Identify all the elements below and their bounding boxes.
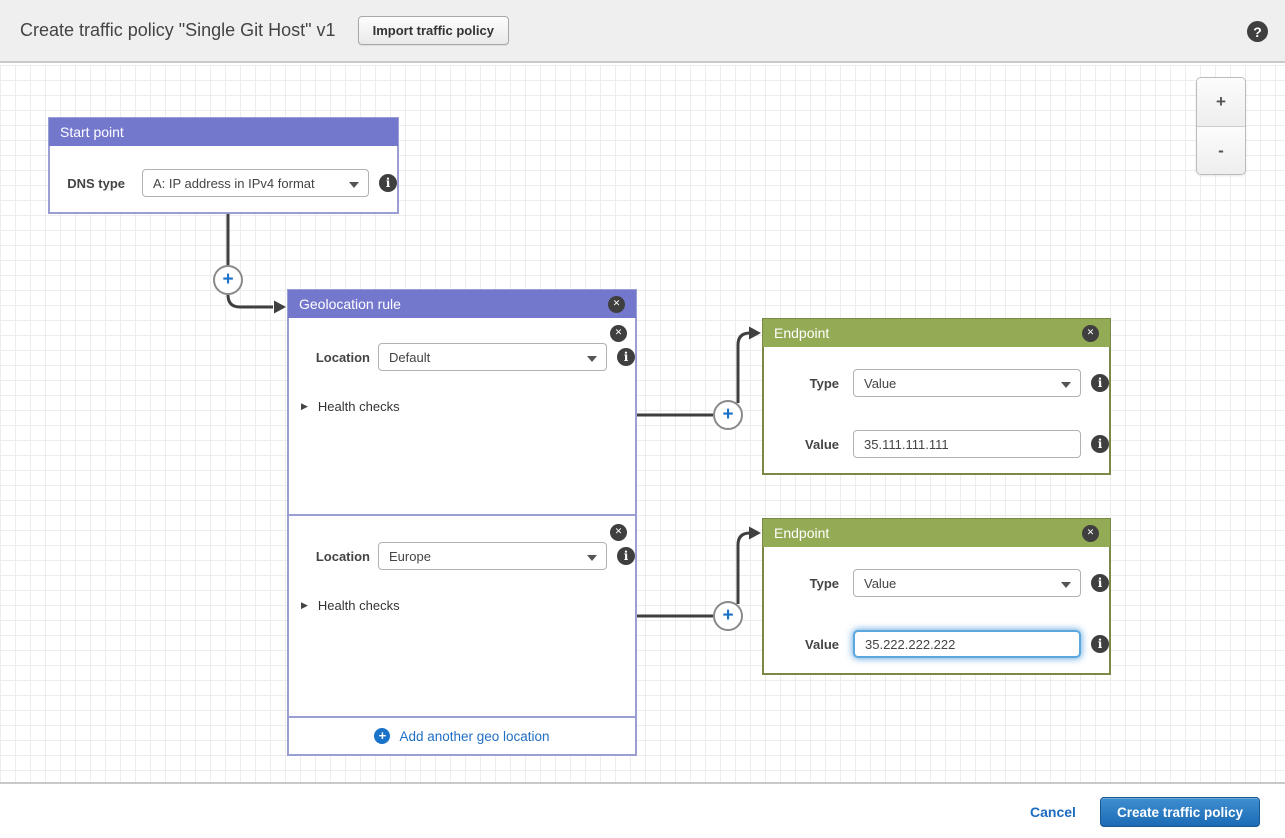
location-value: Default	[389, 349, 431, 365]
endpoint-title: Endpoint	[774, 324, 830, 341]
add-geo-location-label: Add another geo location	[399, 728, 550, 744]
footer-bar: Cancel Create traffic policy	[0, 786, 1285, 838]
endpoint-node-2: Endpoint ✕ Type Value i Value i	[762, 518, 1111, 675]
geo-section-default: ✕ Location Default i ▶ Health checks	[289, 317, 635, 514]
endpoint-type-row: Type Value i	[764, 569, 1109, 597]
collapsed-triangle-icon: ▶	[301, 600, 308, 610]
close-icon[interactable]: ✕	[610, 524, 627, 541]
dns-type-value: A: IP address in IPv4 format	[153, 175, 315, 191]
info-icon[interactable]: i	[1091, 635, 1109, 653]
endpoint-type-label: Type	[809, 375, 839, 391]
location-select[interactable]: Default	[378, 343, 607, 371]
info-icon[interactable]: i	[1091, 435, 1109, 453]
endpoint-header: Endpoint ✕	[763, 319, 1110, 347]
endpoint-type-value: Value	[864, 375, 897, 391]
endpoint-value-label: Value	[805, 636, 839, 652]
add-geo-location-button[interactable]: + Add another geo location	[289, 716, 635, 754]
location-row: Location Default i	[289, 317, 635, 371]
info-icon[interactable]: i	[1091, 574, 1109, 592]
geolocation-rule-header: Geolocation rule ✕	[288, 290, 636, 318]
health-checks-toggle[interactable]: ▶ Health checks	[301, 399, 635, 414]
endpoint-value-input[interactable]	[853, 430, 1081, 458]
dns-type-label: DNS type	[67, 175, 125, 191]
geolocation-rule-title: Geolocation rule	[299, 295, 401, 312]
close-icon[interactable]: ✕	[608, 295, 625, 313]
geolocation-rule-node: Geolocation rule ✕ ✕ Location Default i …	[287, 289, 637, 756]
dns-type-row: DNS type A: IP address in IPv4 format i	[50, 169, 397, 197]
help-icon[interactable]: ?	[1247, 21, 1268, 42]
info-icon[interactable]: i	[617, 348, 635, 366]
connector-add-rule-button[interactable]: +	[213, 265, 243, 295]
zoom-in-button[interactable]: +	[1197, 78, 1245, 126]
close-icon[interactable]: ✕	[1082, 524, 1099, 542]
start-point-node: Start point DNS type A: IP address in IP…	[48, 117, 399, 214]
endpoint-title: Endpoint	[774, 524, 830, 541]
endpoint-value-label: Value	[805, 436, 839, 452]
location-select[interactable]: Europe	[378, 542, 607, 570]
zoom-controls: + -	[1196, 77, 1246, 175]
endpoint-type-select[interactable]: Value	[853, 369, 1081, 397]
create-traffic-policy-button[interactable]: Create traffic policy	[1099, 797, 1260, 827]
top-bar: Create traffic policy "Single Git Host" …	[0, 0, 1285, 63]
health-checks-toggle[interactable]: ▶ Health checks	[301, 598, 635, 613]
endpoint-type-row: Type Value i	[764, 369, 1109, 397]
geo-section-europe: ✕ Location Europe i ▶ Health checks	[289, 514, 635, 716]
collapsed-triangle-icon: ▶	[301, 401, 308, 411]
endpoint-type-value: Value	[864, 575, 897, 591]
endpoint-value-row: Value i	[764, 430, 1109, 458]
endpoint-header: Endpoint ✕	[763, 519, 1110, 547]
location-value: Europe	[389, 548, 431, 564]
chevron-down-icon	[1061, 382, 1071, 388]
chevron-down-icon	[587, 555, 597, 561]
chevron-down-icon	[349, 182, 359, 188]
dns-type-select[interactable]: A: IP address in IPv4 format	[142, 169, 369, 197]
page-title: Create traffic policy "Single Git Host" …	[20, 20, 336, 40]
connector-add-endpoint-button-2[interactable]: +	[713, 601, 743, 631]
endpoint-type-select[interactable]: Value	[853, 569, 1081, 597]
import-traffic-policy-button[interactable]: Import traffic policy	[357, 16, 509, 45]
health-checks-label: Health checks	[317, 399, 400, 414]
connector-add-endpoint-button-1[interactable]: +	[713, 400, 743, 430]
health-checks-label: Health checks	[317, 598, 400, 613]
close-icon[interactable]: ✕	[1082, 324, 1099, 342]
endpoint-node-1: Endpoint ✕ Type Value i Value i	[762, 318, 1111, 475]
info-icon[interactable]: i	[379, 174, 397, 192]
location-label: Location	[315, 548, 370, 564]
location-label: Location	[315, 349, 370, 365]
info-icon[interactable]: i	[617, 547, 635, 565]
plus-icon: +	[374, 728, 391, 744]
info-icon[interactable]: i	[1091, 374, 1109, 392]
location-row: Location Europe i	[289, 516, 635, 570]
close-icon[interactable]: ✕	[610, 325, 627, 342]
policy-canvas[interactable]: + - Start point DNS type A: IP address i…	[0, 65, 1285, 784]
endpoint-type-label: Type	[809, 575, 839, 591]
cancel-button[interactable]: Cancel	[1030, 804, 1076, 820]
endpoint-value-row: Value i	[764, 630, 1109, 658]
chevron-down-icon	[587, 356, 597, 362]
endpoint-value-input-focused[interactable]	[853, 630, 1081, 658]
chevron-down-icon	[1061, 582, 1071, 588]
start-point-header: Start point	[49, 118, 398, 146]
zoom-out-button[interactable]: -	[1197, 126, 1245, 174]
start-point-title: Start point	[60, 123, 124, 140]
